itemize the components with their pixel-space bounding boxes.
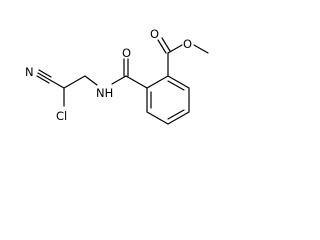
nitrile-nitrogen-label: N bbox=[25, 65, 34, 79]
ch2-chcl-bond bbox=[63, 75, 86, 89]
ring-double-bond-bottom bbox=[167, 109, 185, 120]
structure-canvas: O O O NH N Cl bbox=[0, 0, 226, 148]
n-ch2-bond bbox=[84, 75, 98, 86]
ester-oxygen-top-label: O bbox=[150, 27, 159, 41]
chloro-cyanoethyl-chain: N Cl bbox=[25, 65, 98, 123]
nitrile-bond-upper bbox=[38, 69, 52, 78]
c-cn-bond bbox=[49, 79, 65, 89]
nitrile-bond-center bbox=[37, 72, 51, 81]
amide-nitrogen-label: NH bbox=[96, 86, 113, 100]
ester-c-o-double-bond-b bbox=[161, 37, 171, 52]
nitrile-bond-lower bbox=[36, 75, 50, 84]
amide-group: O NH bbox=[96, 46, 148, 100]
amide-oxygen-label: O bbox=[122, 46, 131, 60]
chlorine-label: Cl bbox=[56, 109, 67, 123]
amide-c-n-bond bbox=[111, 75, 127, 85]
ring-bond-2 bbox=[146, 111, 169, 125]
benzene-ring bbox=[146, 75, 190, 125]
ring-amide-carbon-bond bbox=[125, 75, 148, 89]
chemical-structure-diagram: O O O NH N Cl bbox=[25, 27, 209, 125]
ring-bond-3 bbox=[167, 111, 190, 125]
ester-oxygen-methyl-label: O bbox=[183, 37, 192, 51]
ester-o-methyl-bond bbox=[193, 44, 209, 54]
methyl-ester-group: O O bbox=[150, 27, 209, 77]
ester-c-o-single-bond bbox=[167, 44, 183, 54]
ester-c-o-double-bond-a bbox=[157, 39, 167, 54]
ring-double-bond-top bbox=[167, 80, 185, 91]
ring-bond-6 bbox=[146, 75, 169, 89]
ring-bond-5 bbox=[167, 75, 190, 89]
